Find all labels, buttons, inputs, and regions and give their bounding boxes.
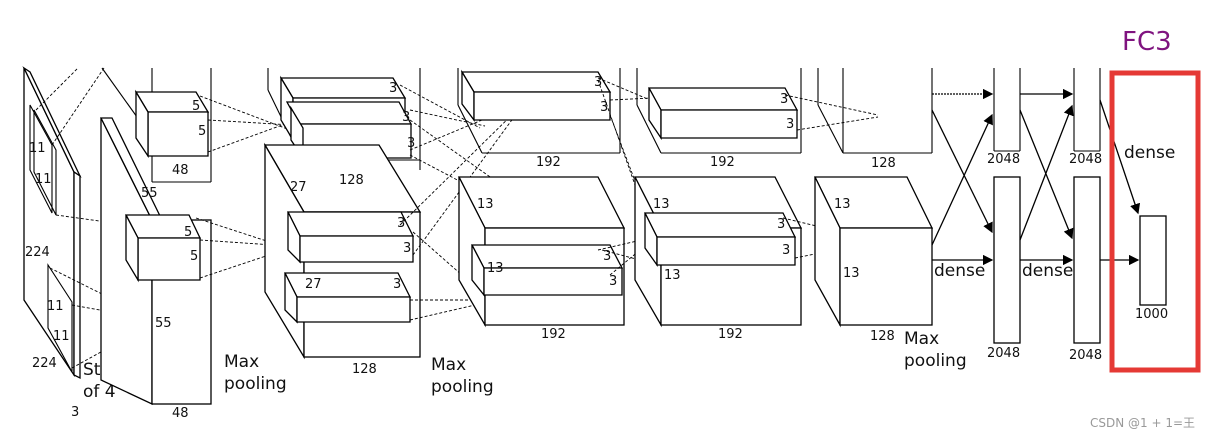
fc2-bottom-bar <box>1073 176 1101 344</box>
conv5-bottom-block <box>813 176 934 328</box>
fc3-output-label: 1000 <box>1135 307 1168 322</box>
conv2-depth-bottom: 128 <box>352 362 377 377</box>
fc-arrows <box>931 88 1141 266</box>
conv4-spatial2-label: 13 <box>664 268 681 283</box>
conv3-k-b1: 3 <box>603 249 611 264</box>
input-kernel-h-label: 11 <box>29 141 46 156</box>
fc1-top-label: 2048 <box>987 152 1020 167</box>
conv5-spatial2-label: 13 <box>843 266 860 281</box>
conv3-top-block <box>457 68 621 154</box>
conv2-depth-top: 128 <box>339 173 364 188</box>
input-channels-label: 3 <box>71 405 79 420</box>
conv2-k-t1: 3 <box>389 81 397 96</box>
fc1-bottom-bar <box>993 176 1021 344</box>
conv2-k-b2: 3 <box>403 241 411 256</box>
conv2-k-b3: 3 <box>393 277 401 292</box>
fc2-top-label: 2048 <box>1069 152 1102 167</box>
stride-label-line2: of 4 <box>83 382 116 402</box>
conv2-bottom-block <box>263 142 422 360</box>
conv4-k-b2: 3 <box>782 243 790 258</box>
input-width-label: 224 <box>32 356 57 371</box>
conv2-spatial-label: 27 <box>290 180 307 195</box>
conv5-depth-top: 128 <box>871 156 896 171</box>
input-volume <box>22 66 82 380</box>
pool1-label-line2: pooling <box>224 374 287 394</box>
conv4-spatial-label: 13 <box>653 197 670 212</box>
conv4-depth-top: 192 <box>710 155 735 170</box>
conv2-spatial2-label: 27 <box>305 277 322 292</box>
conv1-kernel-bot-a: 5 <box>184 225 192 240</box>
fc2-top-bar <box>1073 68 1101 152</box>
fc3-dense-label: dense <box>1124 143 1175 163</box>
conv4-bottom-block <box>633 176 803 328</box>
conv2-k-t2: 3 <box>402 110 410 125</box>
pool2-label-line1: Max <box>431 355 466 375</box>
conv1-depth-top: 48 <box>172 163 189 178</box>
watermark: CSDN @1 + 1=王 <box>1090 416 1195 430</box>
fc1-bottom-label: 2048 <box>987 346 1020 361</box>
conv5-top-block <box>817 68 933 154</box>
conv1-spatial2-label: 55 <box>155 316 172 331</box>
conv3-depth-top: 192 <box>536 155 561 170</box>
fc2-bottom-label: 2048 <box>1069 348 1102 363</box>
conv1-kernel-bot-b: 5 <box>190 249 198 264</box>
input-kernel-w-label: 11 <box>35 172 52 187</box>
pool3-label-line1: Max <box>904 329 939 349</box>
fc3-highlight-label: FC3 <box>1122 27 1172 57</box>
input-kernel2-h-label: 11 <box>47 299 64 314</box>
input-kernel2-w-label: 11 <box>53 329 70 344</box>
conv3-k-t1: 3 <box>594 75 602 90</box>
conv3-bottom-block <box>457 176 626 328</box>
input-kernel-top <box>29 104 53 214</box>
conv3-spatial2-label: 13 <box>487 261 504 276</box>
conv3-spatial-label: 13 <box>477 197 494 212</box>
conv1-depth-bottom: 48 <box>172 406 189 421</box>
conv3-k-t2: 3 <box>600 100 608 115</box>
input-height-label: 224 <box>25 245 50 260</box>
conv2-k-t3: 3 <box>407 136 415 151</box>
conv1-kernel-top-a: 5 <box>192 99 200 114</box>
conv1-spatial-label: 55 <box>141 186 158 201</box>
conv1-kernel-top-b: 5 <box>198 124 206 139</box>
fc1-top-bar <box>993 68 1021 152</box>
input-kernel-bottom <box>47 263 73 373</box>
conv4-k-b1: 3 <box>777 217 785 232</box>
fc1-dense-label: dense <box>934 261 985 281</box>
conv4-top-block <box>636 68 802 154</box>
conv1-bottom-block <box>99 117 212 406</box>
conv5-spatial-label: 13 <box>834 197 851 212</box>
conv5-depth-bottom: 128 <box>870 329 895 344</box>
conv3-depth-bottom: 192 <box>541 327 566 342</box>
conv1-top-block <box>101 67 212 183</box>
fc2-dense-label: dense <box>1022 261 1073 281</box>
fc3-output-bar <box>1139 215 1167 306</box>
pool1-label-line1: Max <box>224 352 259 372</box>
pool3-label-line2: pooling <box>904 351 967 371</box>
conv4-depth-bottom: 192 <box>718 327 743 342</box>
pool2-label-line2: pooling <box>431 377 494 397</box>
conv2-top-block <box>267 68 421 170</box>
conv4-k-t2: 3 <box>786 117 794 132</box>
fc3-highlight-box <box>1109 70 1201 373</box>
conv4-k-t1: 3 <box>780 92 788 107</box>
conv3-k-b2: 3 <box>609 274 617 289</box>
